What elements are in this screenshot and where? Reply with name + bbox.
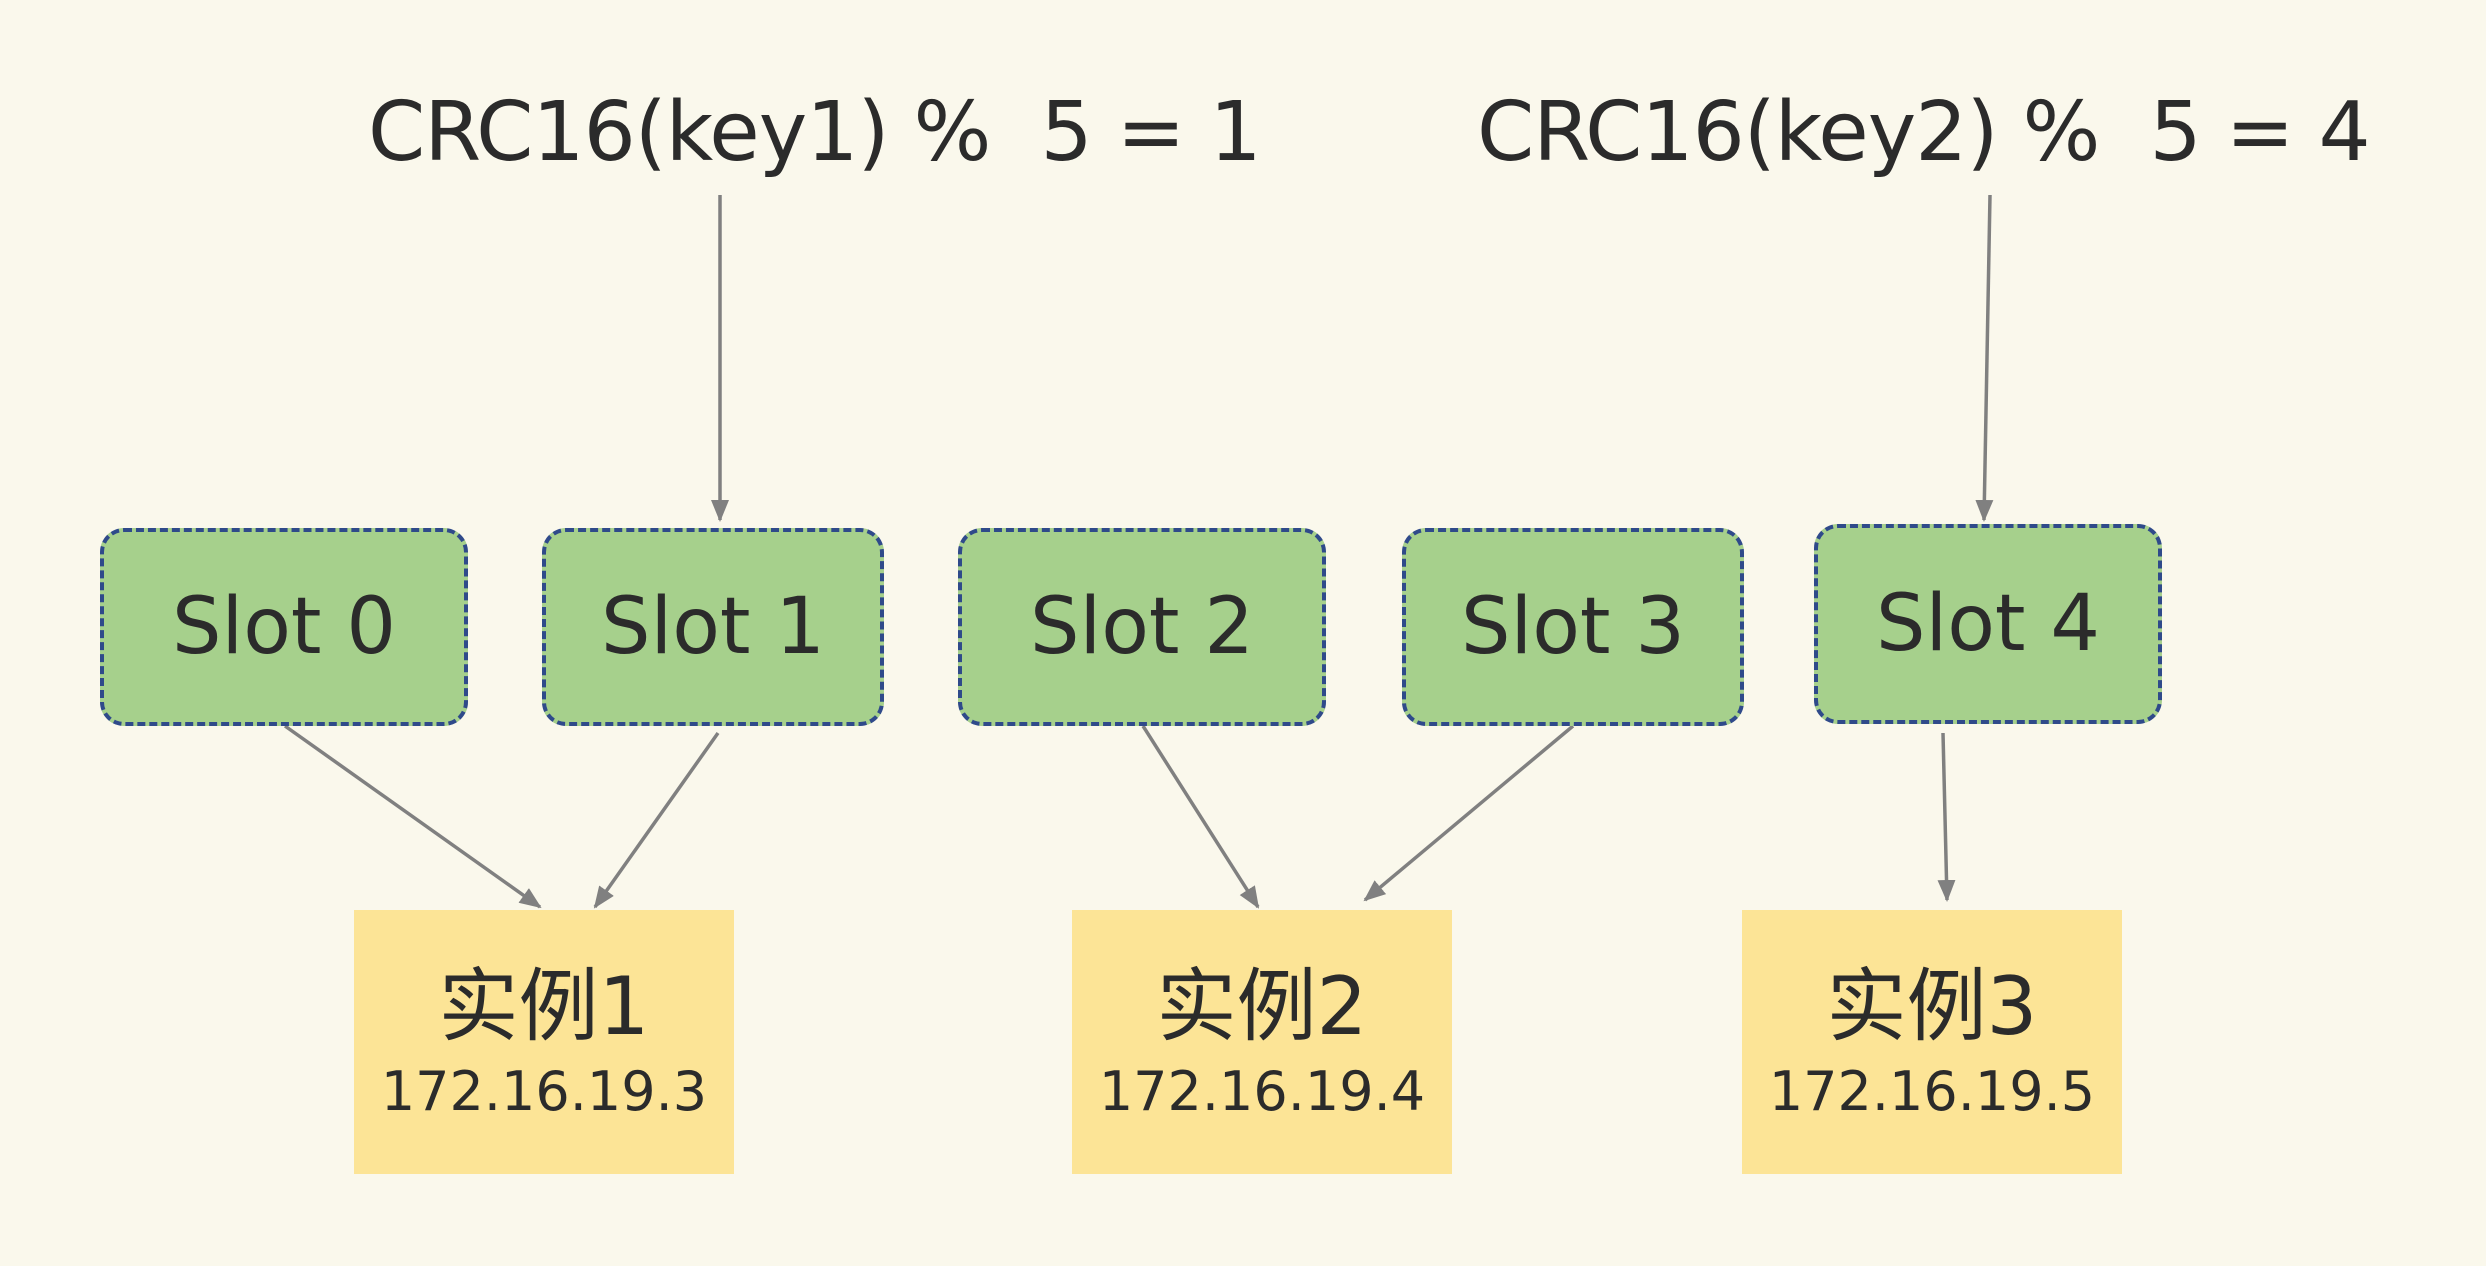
instance-2-ip: 172.16.19.4	[1098, 1060, 1426, 1123]
arrow-formula2-to-slot4	[1975, 194, 1994, 522]
arrow-slot3-to-instance2	[1363, 724, 1575, 902]
instance-2: 实例2 172.16.19.4	[1072, 910, 1452, 1174]
instance-3-name: 实例3	[1826, 960, 2038, 1053]
instance-1-ip: 172.16.19.3	[380, 1060, 708, 1123]
formula-key1: CRC16(key1) % 5 = 1	[368, 85, 1262, 180]
instance-2-name: 实例2	[1156, 960, 1368, 1053]
slot-0: Slot 0	[100, 528, 468, 726]
arrow-slot4-to-instance3	[1937, 732, 1956, 902]
slot-2: Slot 2	[958, 528, 1326, 726]
instance-1-name: 实例1	[438, 960, 650, 1053]
instance-3-ip: 172.16.19.5	[1768, 1060, 2096, 1123]
arrow-slot1-to-instance1	[593, 731, 720, 909]
formula-key2: CRC16(key2) % 5 = 4	[1477, 85, 2371, 180]
slot-3: Slot 3	[1402, 528, 1744, 726]
arrow-slot2-to-instance2	[1141, 725, 1260, 909]
instance-1: 实例1 172.16.19.3	[354, 910, 734, 1174]
slot-1: Slot 1	[542, 528, 884, 726]
instance-3: 实例3 172.16.19.5	[1742, 910, 2122, 1174]
slot-4: Slot 4	[1814, 524, 2162, 724]
arrow-slot0-to-instance1	[283, 724, 542, 909]
